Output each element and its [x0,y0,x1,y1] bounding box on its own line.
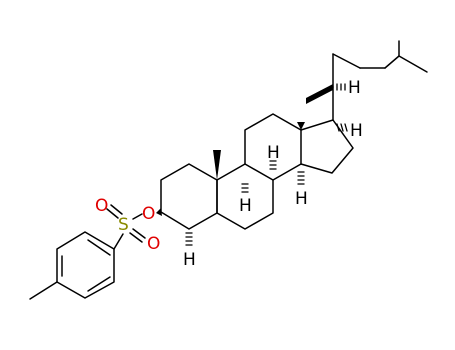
hydrogen-labels: H H H H H H [183,78,363,270]
ring-a-outline [160,163,218,230]
s-o-ether-bond [132,213,143,220]
oxygen-lower-label: O [147,234,160,254]
h-c5-label: H [183,250,196,270]
h-c17-label: H [350,121,363,141]
toluene-ring [29,231,124,300]
c9-h-hash [241,183,249,193]
s-o-upper-bond-a [106,208,119,219]
ring-d [300,119,354,174]
s-o-lower-bond-a [132,228,146,239]
stereo-hash-bonds [185,83,348,246]
ring-c-outline [244,113,302,181]
c17-h-hash [336,123,348,132]
c22-c23-bond [332,53,361,69]
c25-c27-bond [398,55,428,73]
s-o-upper-bond-b [110,204,123,215]
c18-methyl-wedge [297,122,305,130]
ring-a [156,163,218,230]
h-c20-label: H [348,78,361,98]
c14-h-hash [297,171,305,185]
toluene-ring-outline [56,231,115,299]
c8-h-hash [269,160,277,170]
s-o-lower-bond-b [129,232,143,243]
ring-d-outline [300,119,354,174]
h-c8-label: H [267,143,280,163]
toluene-ring-double-3 [87,276,111,292]
c20-h-hash [336,83,346,91]
h-c14-label: H [295,189,308,209]
c19-methyl-wedge [213,150,221,180]
toluene-methyl-bond [29,281,58,300]
oxygen-ether-label: O [142,204,155,224]
c24-c25-bond [384,55,400,69]
sulfonyl-group: S O O O [95,196,160,254]
ring-to-sulfur-bond [113,233,124,250]
c21-methyl-wedge [306,84,333,104]
side-chain [306,40,428,121]
c5-h-hash [185,232,193,246]
h-c9-label: H [239,196,252,216]
oxygen-upper-label: O [95,196,108,216]
ring-c [244,113,302,181]
toluene-ring-double-1 [87,239,111,256]
sulfur-atom-label: S [118,215,129,235]
